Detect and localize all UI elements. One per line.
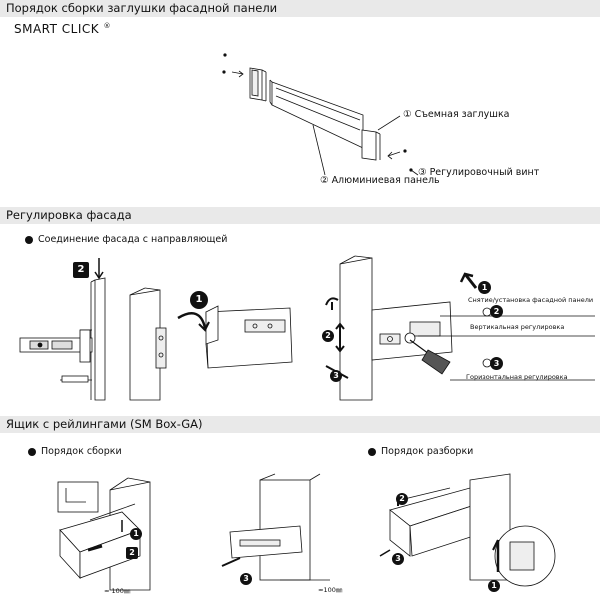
brand-title: SMART CLICK ® [14,22,111,36]
callout-removable-cap: ① Съемная заглушка [403,109,510,120]
front-adjust-diagram [325,255,595,401]
callout-num-3: ③ [418,167,427,178]
callout-adjust-screw: ③ Регулировочный винт [418,167,539,178]
step-1-badge-left: 1 [190,291,208,309]
callout-text-2: Алюминиевая панель [331,175,440,186]
step-2-badge-left: 2 [73,262,89,278]
drawer-assembly-diagram [57,473,556,591]
brand-mark: ® [103,22,111,30]
down-arrow-icon [94,258,104,280]
label-vertical-adjust: Вертикальная регулировка [470,323,565,331]
panel-cap-assembly-diagram [222,53,419,176]
mid-step-3-badge: 3 [240,573,252,585]
dimension-label-left: ≈ 100㎜ [104,587,131,595]
bullet-disassembly-text: Порядок разборки [381,446,474,457]
asm-step-2-badge: 2 [126,547,138,559]
label-remove-install: Снятие/установка фасадной панели [468,296,594,304]
callout-aluminium-panel: ② Алюминиевая панель [320,175,440,186]
brand-name: SMART CLICK [14,22,100,36]
section-title-railing-box: Ящик с рейлингами (SM Box-GA) [0,416,600,433]
bullet-assembly: Порядок сборки [28,446,122,457]
bullet-assembly-text: Порядок сборки [41,446,122,457]
label-horizontal-adjust: Горизонтальная регулировка [466,373,568,381]
step-1-badge-right: 1 [478,281,491,294]
asm-step-1-badge: 1 [130,528,142,540]
step-3-badge-right: 3 [490,357,503,370]
section-title-front-adjust: Регулировка фасада [0,207,600,224]
dis-step-3-badge: 3 [392,553,404,565]
dis-step-2-badge: 2 [396,493,408,505]
step-2-badge-right: 2 [490,305,503,318]
callout-text-1: Съемная заглушка [414,109,510,120]
front-connection-diagram [19,277,293,401]
bullet-dot [368,447,376,456]
callout-text-3: Регулировочный винт [429,167,540,178]
dimension-label-middle: ≈100㎜ [318,586,343,594]
callout-num-2: ② [320,175,329,186]
section-title-panel-cap: Порядок сборки заглушки фасадной панели [0,0,600,17]
bullet-front-connection-text: Соединение фасада с направляющей [38,234,228,245]
bullet-front-connection: Соединение фасада с направляющей [25,234,227,245]
bullet-dot [28,447,36,456]
callout-num-1: ① [403,109,412,120]
diag-step-3-badge: 3 [330,370,342,382]
rotate-step-2-badge: 2 [322,330,334,342]
bullet-disassembly: Порядок разборки [368,446,473,457]
dis-step-1-badge: 1 [488,580,500,592]
bullet-dot [25,235,33,244]
